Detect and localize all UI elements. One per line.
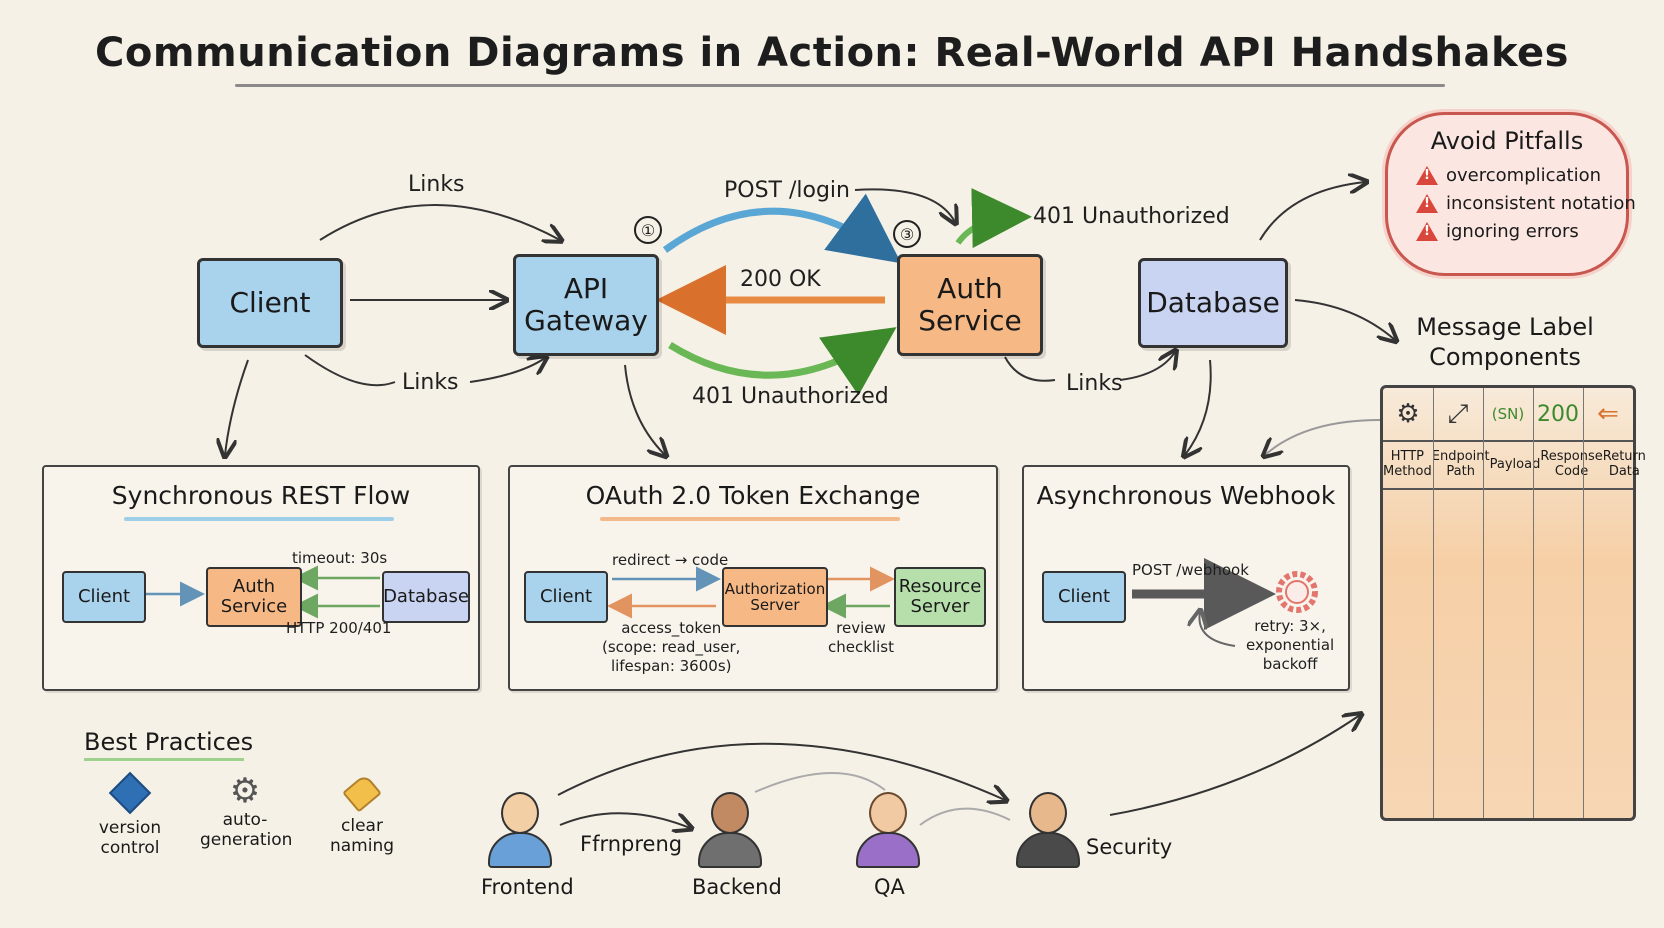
- rest-flow-panel: Synchronous REST Flow Client Auth Servic…: [42, 465, 480, 691]
- message-label-table: ⚙ ⤢ (SN) 200 ⇐ HTTP Method Endpoint Path…: [1380, 385, 1646, 821]
- database-down-edge: [1185, 359, 1212, 455]
- message-label-title: Message Label Components: [1416, 313, 1594, 371]
- gear-icon: ⚙: [1396, 399, 1420, 429]
- oauth-client-node[interactable]: Client: [524, 571, 608, 623]
- page-title: Communication Diagrams in Action: Real-W…: [95, 30, 1569, 76]
- post-webhook-label: POST /webhook: [1132, 561, 1249, 579]
- gear-icon: ⚙: [229, 771, 261, 811]
- frontend-label: Frontend: [481, 875, 574, 899]
- redirect-label: redirect → code: [612, 551, 729, 569]
- ok-200-label: 200 OK: [740, 267, 821, 292]
- client-down-edge: [225, 359, 249, 455]
- links-top-label: Links: [408, 172, 465, 197]
- best-practices-title: Best Practices: [84, 728, 254, 756]
- best-practice-item: version control: [90, 771, 170, 859]
- http-status-label: HTTP 200/401: [286, 619, 392, 637]
- post-login-label: POST /login: [724, 178, 850, 203]
- post-login-edge: [662, 193, 902, 264]
- step-1-marker: ①: [634, 216, 662, 244]
- links-right-arc: [1004, 352, 1175, 382]
- links-bottom-arc: [304, 355, 545, 387]
- links-right-label: Links: [1066, 371, 1123, 396]
- auth-service-node[interactable]: Auth Service: [897, 254, 1043, 356]
- best-practice-item: ⚙ auto- generation: [200, 771, 293, 851]
- security-to-table-edge: [1109, 715, 1360, 816]
- review-checklist-label: review checklist: [828, 619, 894, 656]
- webhook-gear-icon: [1276, 571, 1318, 613]
- unauth-bottom-edge: [668, 327, 897, 396]
- unauth-bottom-label: 401 Unauthorized: [692, 384, 889, 409]
- oauth-panel: OAuth 2.0 Token Exchange Client Authoriz…: [508, 465, 998, 691]
- rest-db-node[interactable]: Database: [382, 571, 470, 623]
- links-bottom-label: Links: [402, 370, 459, 395]
- webhook-panel-title: Asynchronous Webhook: [1036, 481, 1336, 510]
- rest-auth-node[interactable]: Auth Service: [206, 567, 302, 627]
- avatar: [711, 792, 749, 834]
- pitfalls-title: Avoid Pitfalls: [1430, 127, 1584, 155]
- unauth-top-label: 401 Unauthorized: [1033, 204, 1230, 229]
- oauth-panel-title: OAuth 2.0 Token Exchange: [585, 481, 921, 510]
- git-diamond-icon: [108, 771, 152, 815]
- avatar: [869, 792, 907, 834]
- resource-server-node[interactable]: Resource Server: [894, 567, 986, 627]
- db-to-message-edge: [1294, 299, 1395, 340]
- webhook-panel: Asynchronous Webhook Client POST /webhoo…: [1022, 465, 1350, 691]
- payload-icon: (SN): [1491, 405, 1525, 423]
- step-3-marker: ③: [893, 220, 921, 248]
- security-label: Security: [1086, 835, 1173, 859]
- response-code-icon: 200: [1537, 401, 1579, 427]
- warning-icon: [1416, 193, 1438, 213]
- rest-client-node[interactable]: Client: [62, 571, 146, 623]
- frontend-to-security-arc: [557, 742, 1005, 800]
- gateway-down-edge: [624, 364, 665, 455]
- webhook-client-node[interactable]: Client: [1042, 571, 1126, 623]
- api-gateway-node[interactable]: API Gateway: [513, 254, 659, 356]
- header-return-data: Return Data: [1602, 449, 1646, 479]
- person-backend: [690, 792, 770, 868]
- avatar: [501, 792, 539, 834]
- person-security: [1008, 792, 1088, 868]
- avoid-pitfalls-cloud: Avoid Pitfalls overcomplication inconsis…: [1385, 112, 1636, 276]
- header-response-code: Response Code: [1540, 449, 1603, 479]
- header-http-method: HTTP Method: [1383, 449, 1432, 479]
- person-frontend: [480, 792, 560, 868]
- tag-icon: [342, 773, 382, 813]
- backend-label: Backend: [692, 875, 782, 899]
- warning-icon: [1416, 221, 1438, 241]
- timeout-label: timeout: 30s: [292, 549, 388, 567]
- path-icon: ⤢: [1447, 398, 1469, 429]
- rest-panel-title: Synchronous REST Flow: [111, 481, 411, 510]
- best-practice-item: clear naming: [322, 772, 402, 857]
- authorization-server-node[interactable]: Authorization Server: [722, 567, 828, 627]
- avatar: [1029, 792, 1067, 834]
- qa-label: QA: [874, 875, 905, 899]
- warning-icon: [1416, 165, 1438, 185]
- header-payload: Payload: [1489, 456, 1541, 472]
- unauth-top-edge: [955, 188, 1032, 249]
- db-to-pitfalls-edge: [1259, 182, 1365, 241]
- access-token-label: access_token (scope: read_user, lifespan…: [602, 619, 741, 675]
- links-top-arc: [319, 204, 560, 240]
- client-node[interactable]: Client: [197, 258, 343, 348]
- return-arrow-icon: ⇐: [1597, 399, 1619, 429]
- person-qa: [848, 792, 928, 868]
- header-endpoint-path: Endpoint Path: [1431, 449, 1490, 479]
- pitfall-item: ignoring errors: [1416, 217, 1626, 245]
- retry-label: retry: 3×, exponential backoff: [1246, 617, 1335, 673]
- database-node[interactable]: Database: [1138, 258, 1288, 348]
- title-underline: [235, 84, 1445, 87]
- pitfall-item: overcomplication: [1416, 161, 1626, 189]
- pitfall-item: inconsistent notation: [1416, 189, 1636, 217]
- misc-label: Ffrnpreng: [580, 832, 683, 856]
